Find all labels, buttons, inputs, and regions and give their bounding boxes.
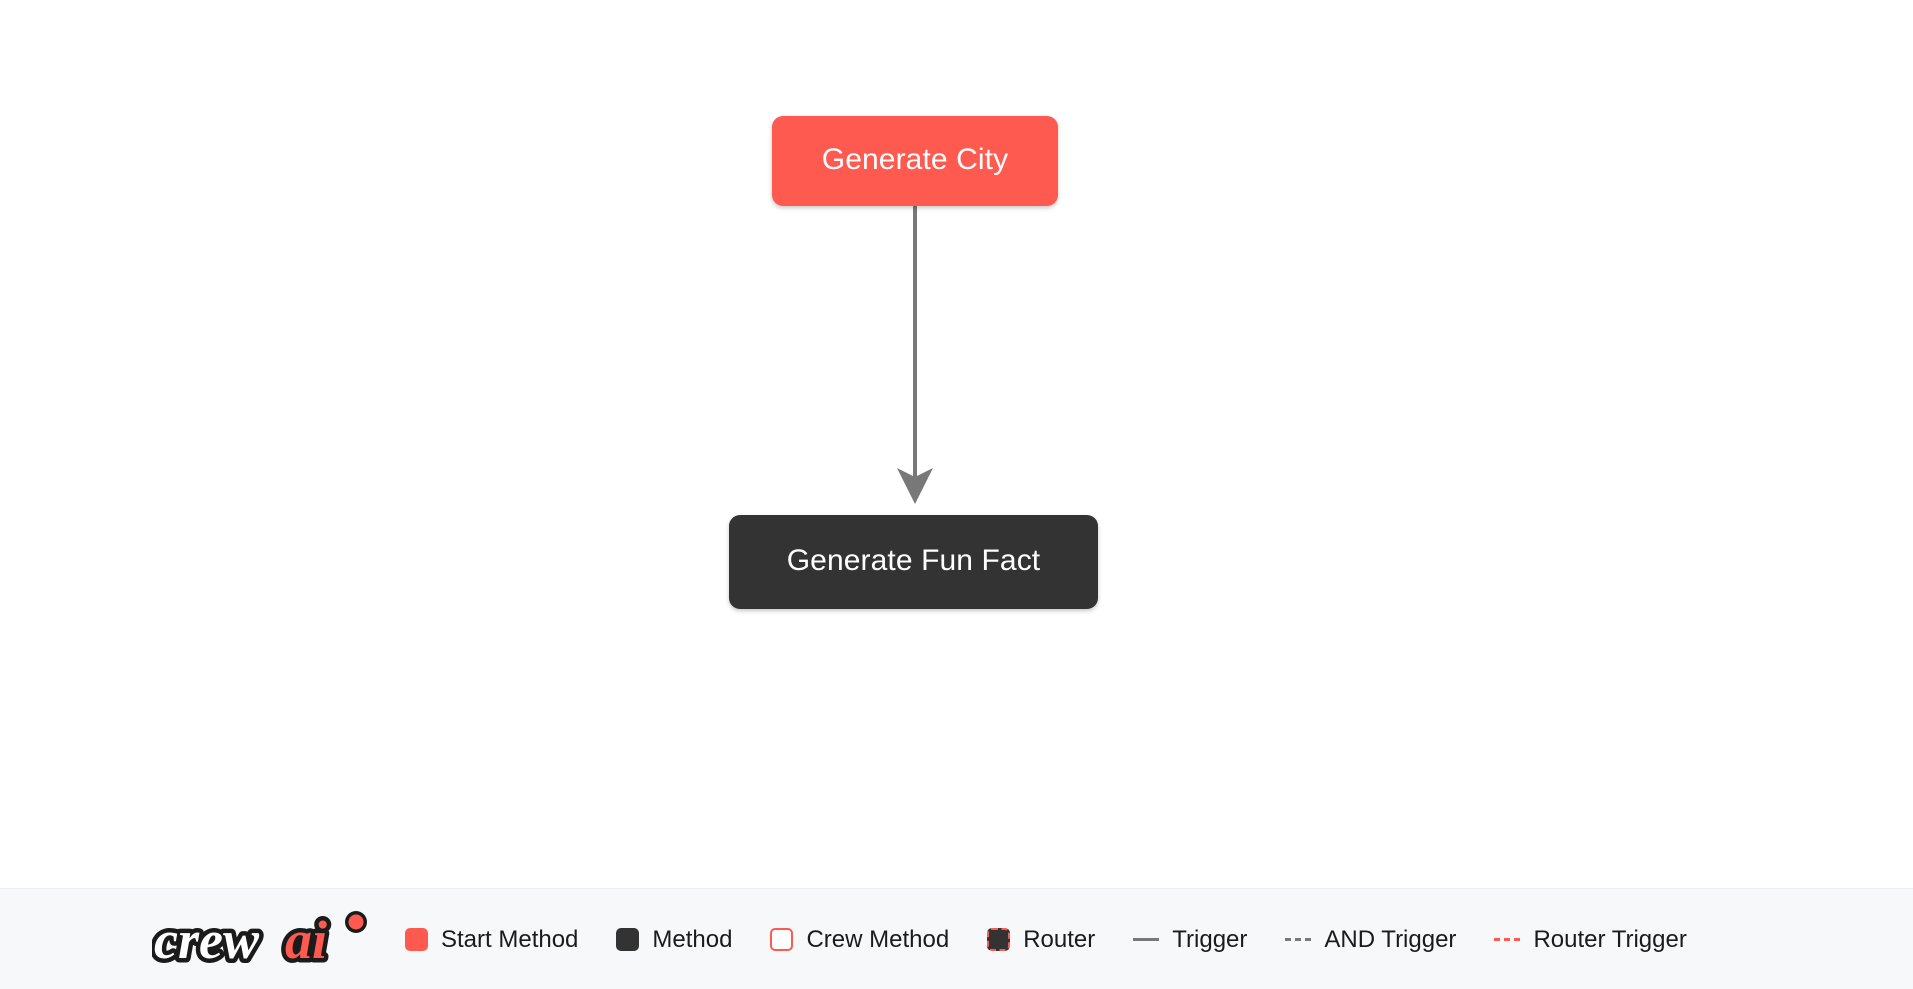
- router-swatch-icon: [987, 928, 1011, 951]
- flow-node-generate-city[interactable]: Generate City: [772, 116, 1058, 206]
- legend-item-and-trigger: AND Trigger: [1285, 925, 1457, 953]
- legend-item-trigger: Trigger: [1133, 925, 1248, 953]
- svg-text:ai: ai: [285, 910, 327, 970]
- flow-canvas[interactable]: Generate City Generate Fun Fact: [0, 0, 1913, 888]
- svg-text:crew: crew: [154, 910, 260, 970]
- legend-item-label: Crew Method: [806, 925, 950, 953]
- legend-item-label: Router: [1023, 925, 1096, 953]
- legend-item-label: Trigger: [1172, 925, 1248, 953]
- flow-node-generate-fun-fact[interactable]: Generate Fun Fact: [729, 515, 1098, 609]
- legend-item-method: Method: [616, 925, 733, 953]
- and-trigger-line-icon: [1285, 938, 1312, 941]
- crewai-logo: crew crew ai ai: [152, 910, 367, 972]
- legend-items: Start Method Method Crew Method Router T…: [405, 889, 1687, 989]
- router-trigger-line-icon: [1494, 938, 1521, 941]
- legend-item-label: Start Method: [441, 925, 579, 953]
- crew-method-swatch-icon: [770, 928, 794, 951]
- trigger-line-icon: [1133, 938, 1160, 941]
- legend-item-start-method: Start Method: [405, 925, 579, 953]
- svg-text:ai: ai: [285, 910, 327, 970]
- flow-node-label: Generate Fun Fact: [786, 544, 1041, 577]
- legend-item-router-trigger: Router Trigger: [1494, 925, 1687, 953]
- start-method-swatch-icon: [405, 928, 428, 951]
- method-swatch-icon: [616, 928, 640, 951]
- legend-item-label: Method: [652, 925, 733, 953]
- svg-text:crew: crew: [154, 910, 260, 970]
- legend-bar: crew crew ai ai Start Method Method Crew…: [0, 888, 1913, 989]
- legend-item-label: AND Trigger: [1324, 925, 1457, 953]
- flow-node-label: Generate City: [821, 143, 1009, 176]
- legend-item-router: Router: [987, 925, 1096, 953]
- legend-item-crew-method: Crew Method: [770, 925, 950, 953]
- legend-item-label: Router Trigger: [1533, 925, 1687, 953]
